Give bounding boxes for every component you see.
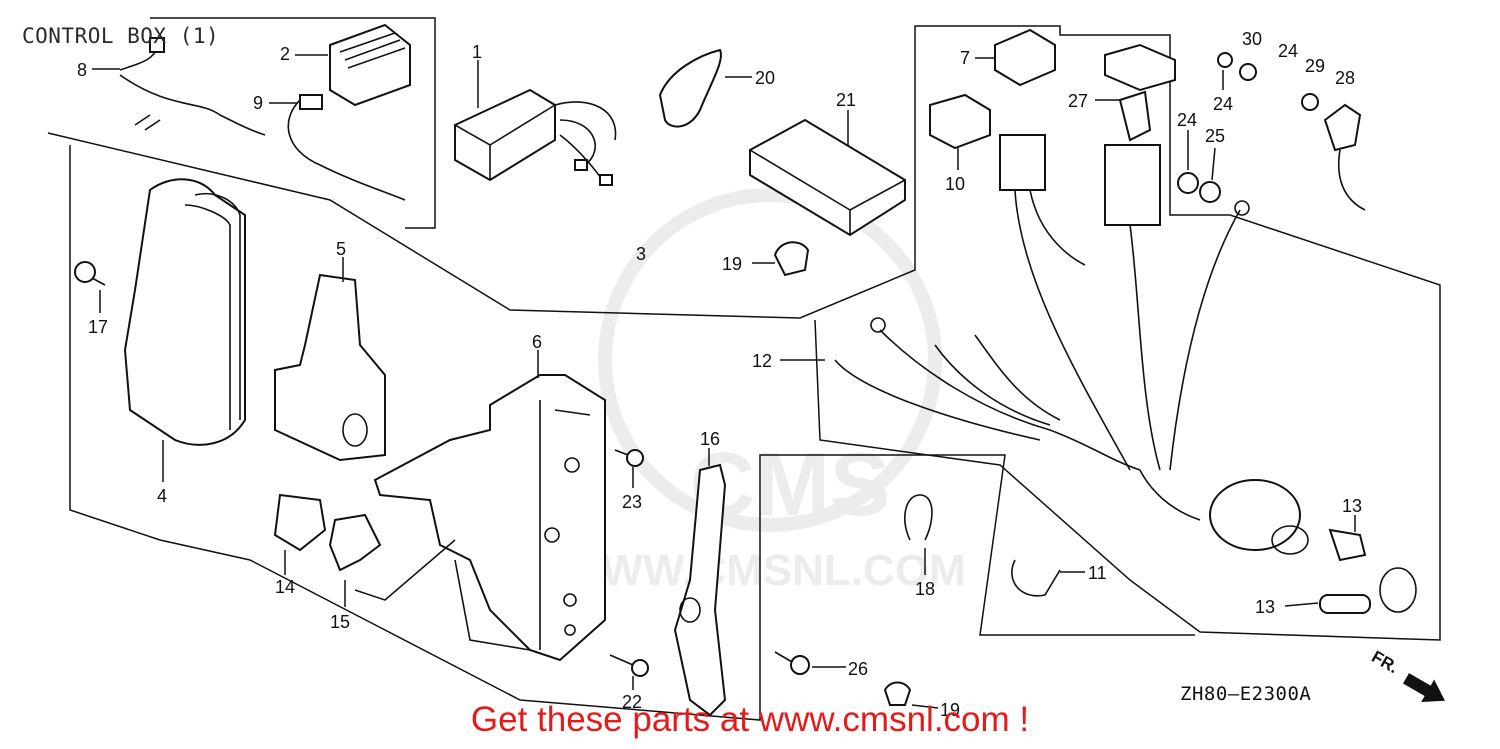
part-30-washer [1239,63,1257,81]
part-8-9-harness [92,37,406,201]
part-26-screw [774,651,846,675]
part-16-plate [673,448,727,717]
callout-labels: 1 2 3 4 5 6 7 8 9 10 11 12 13 13 14 15 1… [77,29,1362,720]
watermark-url: WWW.CMSNL.COM [560,546,966,595]
group-outline-top-left [150,17,436,229]
callout-30: 30 [1242,29,1262,49]
part-25-washer [1199,147,1221,203]
part-17-bolt [74,261,106,313]
callout-23: 23 [622,492,642,512]
callout-15: 15 [330,612,350,632]
callout-10: 10 [945,174,965,194]
callout-11: 11 [1088,563,1107,583]
callout-13-key-lower: 13 [1255,597,1275,617]
part-19-clip-lower [883,681,939,709]
part-21-box [749,110,906,237]
callout-6: 6 [532,332,542,352]
callout-24-lower: 24 [1177,110,1197,130]
callout-26: 26 [848,659,868,679]
part-6-panel [373,350,606,662]
drawing-code: ZH80—E2300A [1180,683,1312,705]
callout-21: 21 [836,90,856,110]
part-19-clip-upper [752,241,810,277]
group-outline-left-box [69,145,1195,721]
part-13-ignition-switch [1209,479,1417,614]
part-24-nut-a [1177,130,1199,194]
callout-2: 2 [280,44,290,64]
part-24-nut-b [1217,52,1233,90]
part-10-socket [929,93,991,170]
callout-14: 14 [275,577,295,597]
promo-banner-link[interactable]: Get these parts at www.cmsnl.com ! [470,700,1030,739]
part-27-fuse-cover [1095,43,1176,142]
part-7-relay [975,28,1056,87]
part-18-clip [904,494,933,575]
part-23-screw [614,449,644,488]
callout-17: 17 [88,317,108,337]
part-5-bracket [274,257,386,462]
callout-29: 29 [1305,56,1325,76]
part-29-washer [1301,93,1319,111]
callout-28: 28 [1335,68,1355,88]
callout-7: 7 [960,48,970,68]
page-title: CONTROL BOX (1) [22,24,220,48]
watermark: CMS WWW.CMSNL.COM [560,188,966,595]
callout-3: 3 [636,244,646,264]
callout-9: 9 [253,93,263,113]
callout-27: 27 [1068,91,1088,111]
part-15-switch [328,513,456,607]
part-4-cover [123,178,246,482]
group-outlines [47,17,1441,721]
callout-19-upper: 19 [722,254,742,274]
callout-5: 5 [336,239,346,259]
group-outline-main [47,25,1441,641]
part-12-main-harness [780,134,1250,521]
callout-20: 20 [755,68,775,88]
callout-18: 18 [915,579,935,599]
part-2-regulator [295,23,411,107]
part-1-control-unit [454,60,617,186]
part-22-screw [609,654,649,690]
callout-8: 8 [77,60,87,80]
callout-4: 4 [157,486,167,506]
callout-24-top: 24 [1278,41,1298,61]
fr-label: FR. [1368,647,1401,677]
callout-12: 12 [752,351,772,371]
part-28-sensor [1323,103,1366,211]
part-20-clip [658,48,752,128]
callout-1: 1 [472,42,482,62]
callout-24-upper: 24 [1213,94,1233,114]
callout-25: 25 [1205,126,1225,146]
callout-13-key-upper: 13 [1342,496,1362,516]
part-14-switch [273,493,327,575]
callout-22: 22 [622,692,642,712]
part-11-clamp [1011,559,1085,597]
callout-16: 16 [700,429,720,449]
callout-19-lower: 19 [940,700,960,720]
